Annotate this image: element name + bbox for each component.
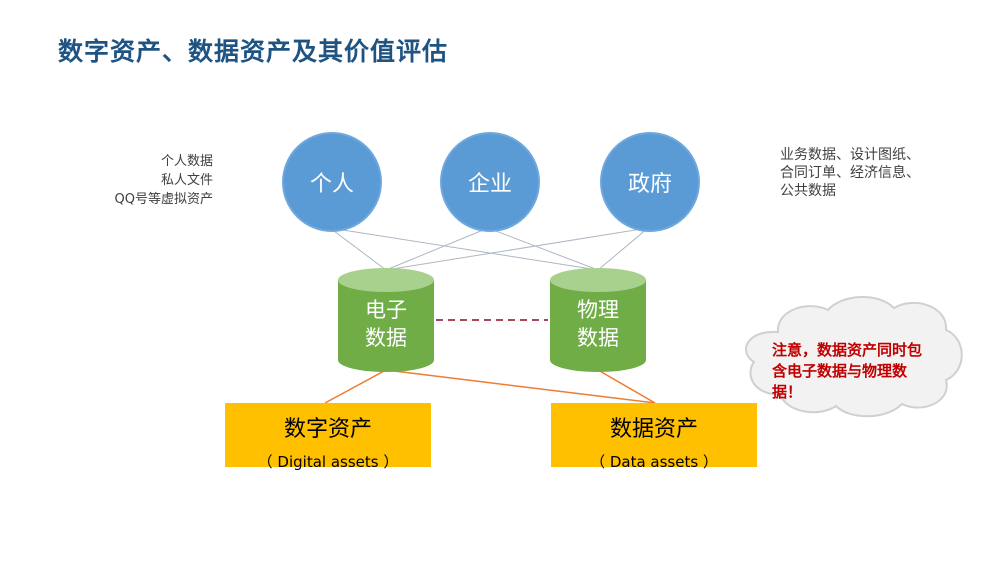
digital-assets-label: 数字资产 bbox=[283, 417, 372, 442]
link-electronic-digital bbox=[324, 369, 387, 404]
physical-data-cylinder: 物理 数据 bbox=[550, 268, 646, 372]
link-government-physical bbox=[597, 227, 649, 271]
data-assets-box: 数据资产 （ Data assets ） bbox=[551, 403, 757, 471]
electronic-data-cylinder: 电子 数据 bbox=[338, 268, 434, 372]
link-government-electronic bbox=[385, 227, 649, 271]
data-assets-english: （ Data assets ） bbox=[590, 453, 718, 471]
personal-note-line: 个人数据 bbox=[160, 154, 213, 169]
cylinder-shape bbox=[338, 268, 434, 372]
personal-note-line: 私人文件 bbox=[160, 173, 213, 188]
cylinder-label: 物理 数据 bbox=[550, 296, 646, 352]
cylinder-label-line: 数据 bbox=[365, 326, 407, 350]
page-title: 数字资产、数据资产及其价值评估 bbox=[58, 37, 449, 66]
callout-text: 注意，数据资产同时包含电子数据与物理数据！ bbox=[772, 341, 923, 401]
data-assets-label: 数据资产 bbox=[609, 417, 698, 442]
cylinder-label: 电子 数据 bbox=[338, 296, 434, 352]
owner-government: 政府 bbox=[600, 132, 700, 232]
cylinder-label-line: 电子 bbox=[365, 298, 407, 322]
cylinder-shape bbox=[550, 268, 646, 372]
personal-note-line: QQ号等虚拟资产 bbox=[114, 192, 213, 207]
link-physical-data bbox=[597, 369, 656, 404]
cylinder-label-line: 物理 bbox=[577, 298, 619, 322]
digital-assets-box: 数字资产 （ Digital assets ） bbox=[225, 403, 431, 471]
personal-note: 个人数据 私人文件 QQ号等虚拟资产 bbox=[63, 152, 213, 209]
callout-cloud bbox=[745, 295, 963, 418]
owner-individual: 个人 bbox=[282, 132, 382, 232]
link-enterprise-electronic bbox=[385, 227, 489, 271]
cylinder-label-line: 数据 bbox=[577, 326, 619, 350]
link-enterprise-physical bbox=[487, 227, 599, 271]
owner-enterprise: 企业 bbox=[440, 132, 540, 232]
link-personal-electronic bbox=[329, 227, 387, 271]
digital-assets-english: （ Digital assets ） bbox=[257, 453, 399, 471]
business-note: 业务数据、设计图纸、合同订单、经济信息、公共数据 bbox=[780, 147, 920, 199]
link-personal-physical bbox=[329, 227, 599, 271]
link-electronic-data bbox=[385, 369, 656, 404]
